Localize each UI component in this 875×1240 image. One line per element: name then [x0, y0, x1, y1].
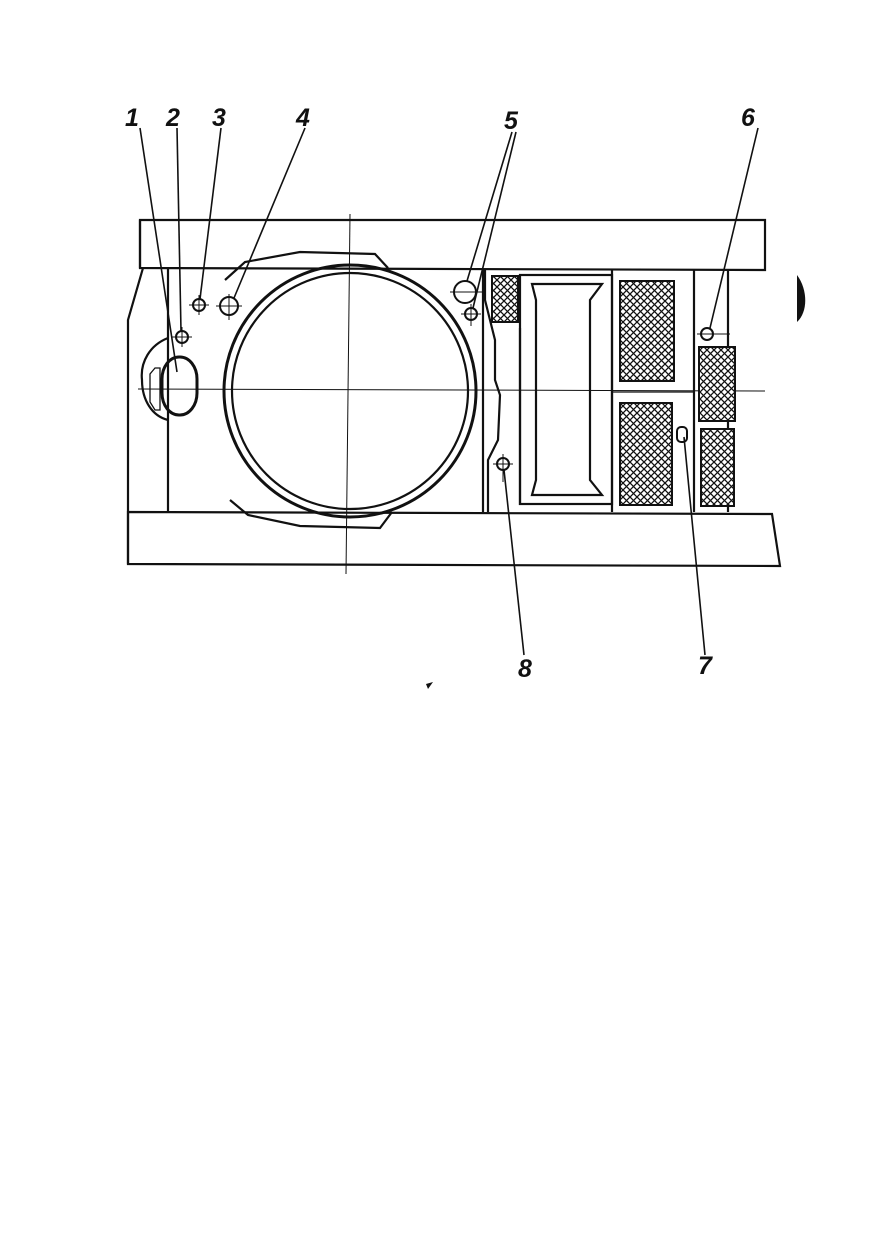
- callout-2: 2: [165, 104, 180, 132]
- leader-7: [683, 436, 706, 656]
- leader-3: [199, 127, 222, 300]
- hatch-upper-hinge: [224, 250, 389, 281]
- side-grille-top: [698, 346, 736, 422]
- leader-2: [176, 127, 182, 332]
- lower-grille: [619, 402, 673, 506]
- bottom-band: [126, 510, 782, 568]
- leader-5a: [466, 131, 513, 282]
- horizontal-centerline: [137, 388, 766, 392]
- small-grille: [491, 275, 519, 323]
- hull-outline: [126, 218, 782, 568]
- upper-grille: [619, 280, 675, 382]
- callout-3: 3: [212, 104, 226, 132]
- latch-7: [676, 426, 688, 443]
- leader-6: [709, 127, 759, 329]
- access-door: [530, 282, 605, 497]
- callout-labels: 1 2 3 4 5 6 7 8: [125, 104, 756, 683]
- right-panels: [481, 270, 736, 512]
- edge-mark: [797, 275, 806, 322]
- side-grille-bottom: [700, 428, 735, 507]
- callout-5: 5: [504, 107, 519, 135]
- porthole-lens: [160, 355, 199, 417]
- leader-4: [233, 127, 306, 299]
- leader-5b: [472, 131, 517, 309]
- hatch-inner-ring: [230, 271, 470, 511]
- left-edge: [126, 267, 145, 564]
- leader-1: [139, 127, 178, 373]
- callout-8: 8: [518, 655, 532, 683]
- main-hatch: [222, 250, 478, 530]
- hatch-lower-hinge: [229, 499, 393, 530]
- hatch-outer-ring: [222, 263, 478, 519]
- callout-1: 1: [125, 104, 139, 132]
- small-mark: [426, 682, 433, 689]
- callout-4: 4: [295, 104, 310, 132]
- leader-lines: [139, 127, 759, 656]
- top-band: [138, 218, 767, 272]
- side-porthole: [140, 336, 199, 422]
- leader-8: [503, 469, 525, 656]
- middle-divider: [483, 270, 502, 512]
- fastener-holes: [172, 280, 730, 482]
- callout-7: 7: [698, 652, 713, 680]
- access-door-frame: [518, 273, 614, 506]
- callout-6: 6: [741, 104, 756, 132]
